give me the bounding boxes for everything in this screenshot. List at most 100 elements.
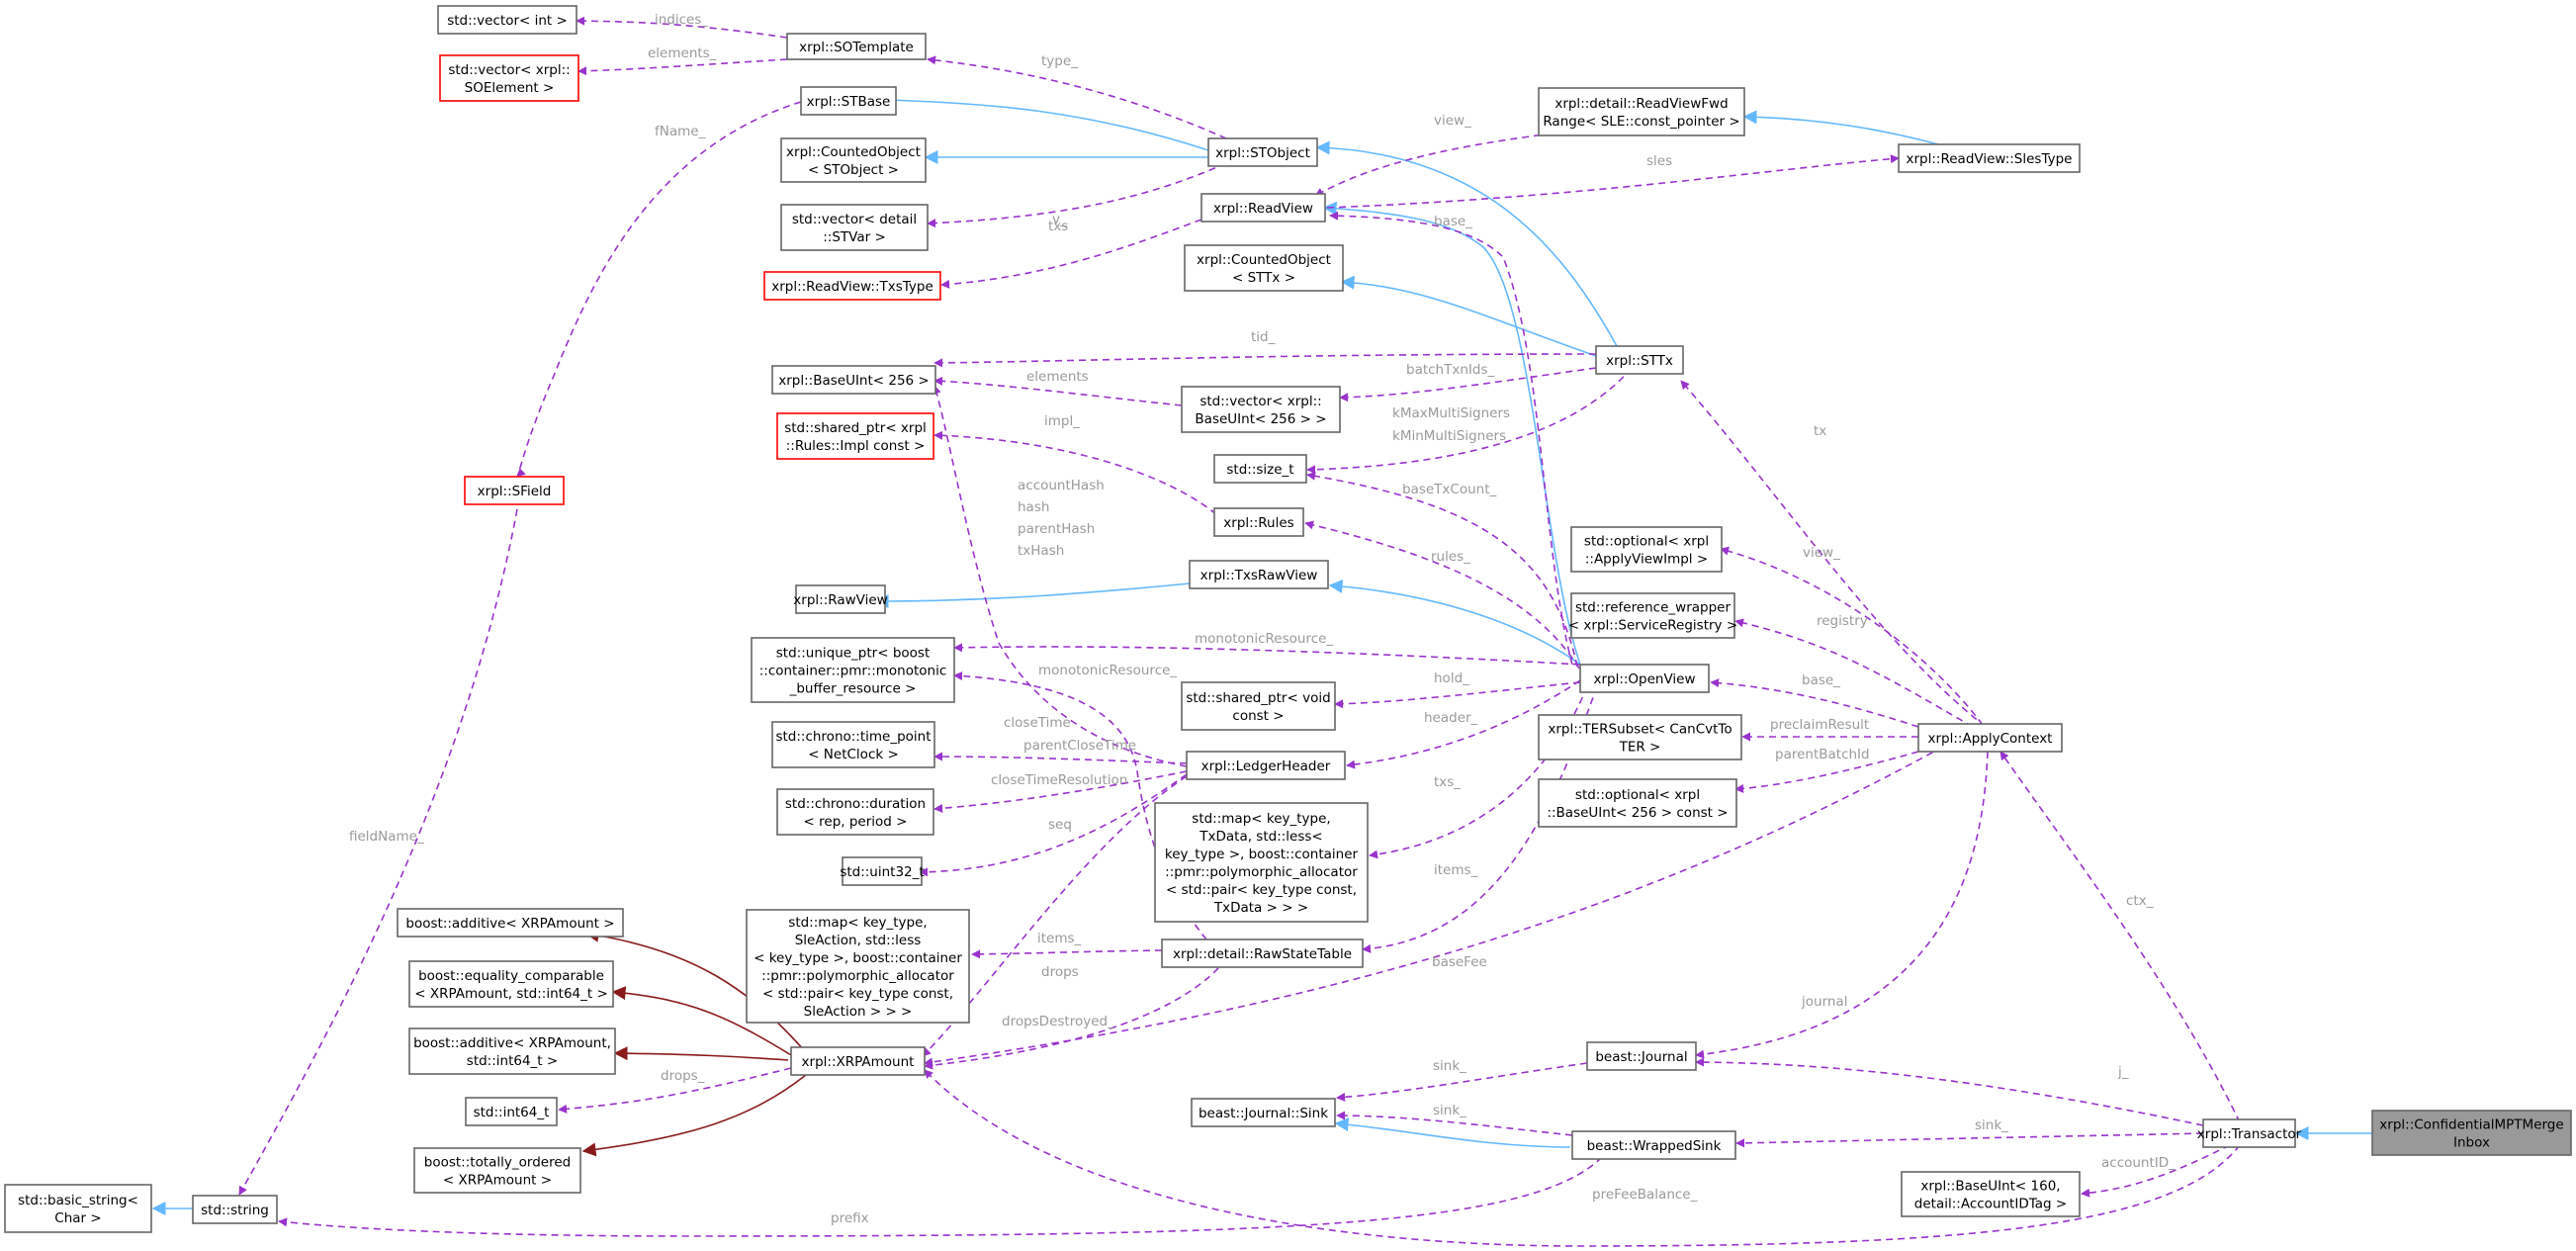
node-box [1207,137,1318,167]
node-label: xrpl::SOTemplate [799,40,914,55]
class-node-boost-additive[interactable]: boost::additive< XRPAmount > [397,908,624,938]
edge-label: closeTimeResolution [991,772,1127,788]
class-node-journal[interactable]: beast::Journal [1586,1041,1697,1071]
class-node-map-sleaction[interactable]: std::map< key_type,SleAction, std::less<… [746,909,970,1024]
edge-label: registry [1817,613,1868,629]
class-node-openview[interactable]: xrpl::OpenView [1579,664,1710,693]
node-label: xrpl::CountedObject [1197,252,1331,268]
class-node-map-txdata[interactable]: std::map< key_type,TxData, std::less<key… [1154,802,1369,923]
node-label: xrpl::CountedObject [786,144,921,160]
class-node-readview-slestype[interactable]: xrpl::ReadView::SlesType [1898,143,2081,173]
node-box [1570,592,1735,639]
edge-openview-uniqueptr [953,643,1581,666]
class-node-sfield[interactable]: xrpl::SField [464,476,565,505]
class-node-vector-int[interactable]: std::vector< int > [437,5,577,35]
edge-label: elements [1026,369,1089,385]
class-node-size-t[interactable]: std::size_t [1213,454,1307,484]
class-node-basic-string[interactable]: std::basic_string<Char > [4,1184,152,1233]
class-node-uint32[interactable]: std::uint32_t [840,856,925,886]
class-node-readview[interactable]: xrpl::ReadView [1200,193,1326,223]
class-node-boost-additive2[interactable]: boost::additive< XRPAmount,std::int64_t … [408,1028,616,1075]
class-node-transactor[interactable]: xrpl::Transactor [2197,1118,2302,1148]
edge-ledgerheader-timepoint [933,752,1188,764]
class-node-baseuint160[interactable]: xrpl::BaseUInt< 160,detail::AccountIDTag… [1901,1171,2081,1217]
class-node-stobject[interactable]: xrpl::STObject [1207,137,1318,167]
class-node-vector-baseuint[interactable]: std::vector< xrpl::BaseUInt< 256 > > [1181,386,1341,433]
node-box [795,584,886,614]
edge-openview-sharedptrvoid [1334,681,1581,709]
edge-label: journal [1801,994,1847,1010]
class-node-boost-eq[interactable]: boost::equality_comparable< XRPAmount, s… [408,960,614,1008]
edge-transactor-applycontext [1999,751,2241,1123]
node-label: < STTx > [1232,270,1295,286]
node-label: detail::AccountIDTag > [1914,1197,2067,1212]
class-node-applycontext[interactable]: xrpl::ApplyContext [1917,723,2063,753]
node-label: beast::Journal::Sink [1199,1106,1328,1121]
class-node-journal-sink[interactable]: beast::Journal::Sink [1191,1098,1336,1127]
node-label: std::shared_ptr< void [1186,690,1330,706]
class-node-refwrapper-registry[interactable]: std::reference_wrapper< xrpl::ServiceReg… [1568,592,1737,639]
class-node-int64[interactable]: std::int64_t [465,1097,558,1126]
edge-label: parentCloseTime [1023,738,1136,754]
node-label: ::STVar > [823,229,886,245]
node-box [1579,664,1710,693]
class-node-rules[interactable]: xrpl::Rules [1213,507,1304,537]
node-box [1200,193,1326,223]
node-label: xrpl::detail::RawStateTable [1173,946,1352,962]
edge-stbase-string [238,508,518,1196]
class-node-optional-applyviewimpl[interactable]: std::optional< xrpl::ApplyViewImpl > [1570,526,1723,573]
class-node-uniqueptr-monotonic[interactable]: std::unique_ptr< boost::container::pmr::… [751,637,955,703]
class-node-timepoint[interactable]: std::chrono::time_point< NetClock > [771,721,935,768]
class-node-countedobject-sttx[interactable]: xrpl::CountedObject< STTx > [1184,244,1344,292]
node-label: < XRPAmount, std::int64_t > [414,986,608,1002]
class-node-ledgerheader[interactable]: xrpl::LedgerHeader [1186,751,1346,780]
class-node-sttx[interactable]: xrpl::STTx [1595,345,1684,375]
node-box [1154,802,1369,923]
node-label: ::ApplyViewImpl > [1585,552,1708,568]
node-label: std::optional< xrpl [1575,787,1700,803]
node-label: beast::Journal [1595,1049,1687,1065]
node-label: xrpl::STTx [1606,353,1673,369]
class-node-optional-baseuint[interactable]: std::optional< xrpl::BaseUInt< 256 > con… [1538,778,1737,828]
node-box [771,365,936,395]
class-node-wrappedsink[interactable]: beast::WrappedSink [1571,1130,1736,1160]
node-label: < rep, period > [804,814,908,830]
node-label: < XRPAmount > [443,1173,552,1189]
class-node-std-string[interactable]: std::string [192,1195,278,1224]
class-node-xrpamount[interactable]: xrpl::XRPAmount [790,1046,926,1076]
class-node-boost-totally[interactable]: boost::totally_ordered< XRPAmount > [413,1147,581,1194]
edge-openview-rules [1304,520,1580,670]
edge-rawstatetable-xrpamount [924,958,1227,1070]
node-label: TxData, std::less< [1199,829,1322,845]
class-node-baseuint256[interactable]: xrpl::BaseUInt< 256 > [771,365,936,395]
class-node-txsrawview[interactable]: xrpl::TxsRawView [1189,560,1329,589]
node-label: xrpl::TERSubset< CanCvtTo [1548,722,1732,738]
node-label: xrpl::detail::ReadViewFwd [1554,96,1728,112]
class-node-rawview[interactable]: xrpl::RawView [793,584,888,614]
node-label: std::size_t [1226,462,1293,478]
node-box [1538,714,1742,760]
class-node-sharedptr-rules-impl[interactable]: std::shared_ptr< xrpl::Rules::Impl const… [776,412,934,460]
node-box [1570,526,1723,573]
class-node-vector-soelement[interactable]: std::vector< xrpl::SOElement > [439,54,579,102]
node-label: std::vector< int > [447,13,568,29]
class-node-vector-stvar[interactable]: std::vector< detail::STVar > [780,204,929,251]
edge-label: sink_ [1975,1117,2008,1133]
class-node-readview-txstype[interactable]: xrpl::ReadView::TxsType [763,271,941,301]
class-node-rawstatetable[interactable]: xrpl::detail::RawStateTable [1161,938,1364,968]
node-label: std::int64_t [474,1105,550,1120]
node-label: xrpl::ConfidentialMPTMerge [2379,1117,2563,1133]
node-label: std::chrono::time_point [775,729,931,745]
class-node-duration[interactable]: std::chrono::duration< rep, period > [776,788,934,836]
edge-inherit-wrappedsink-sink [1334,1117,1571,1148]
class-node-countedobject-stobject[interactable]: xrpl::CountedObject< STObject > [780,137,927,183]
class-node-stbase[interactable]: xrpl::STBase [800,86,897,116]
node-box [763,271,941,301]
edge-applycontext-optapplyview [1720,546,1984,726]
edge-rules-sharedptrimpl [933,430,1217,515]
class-node-sotemplate[interactable]: xrpl::SOTemplate [786,33,927,60]
